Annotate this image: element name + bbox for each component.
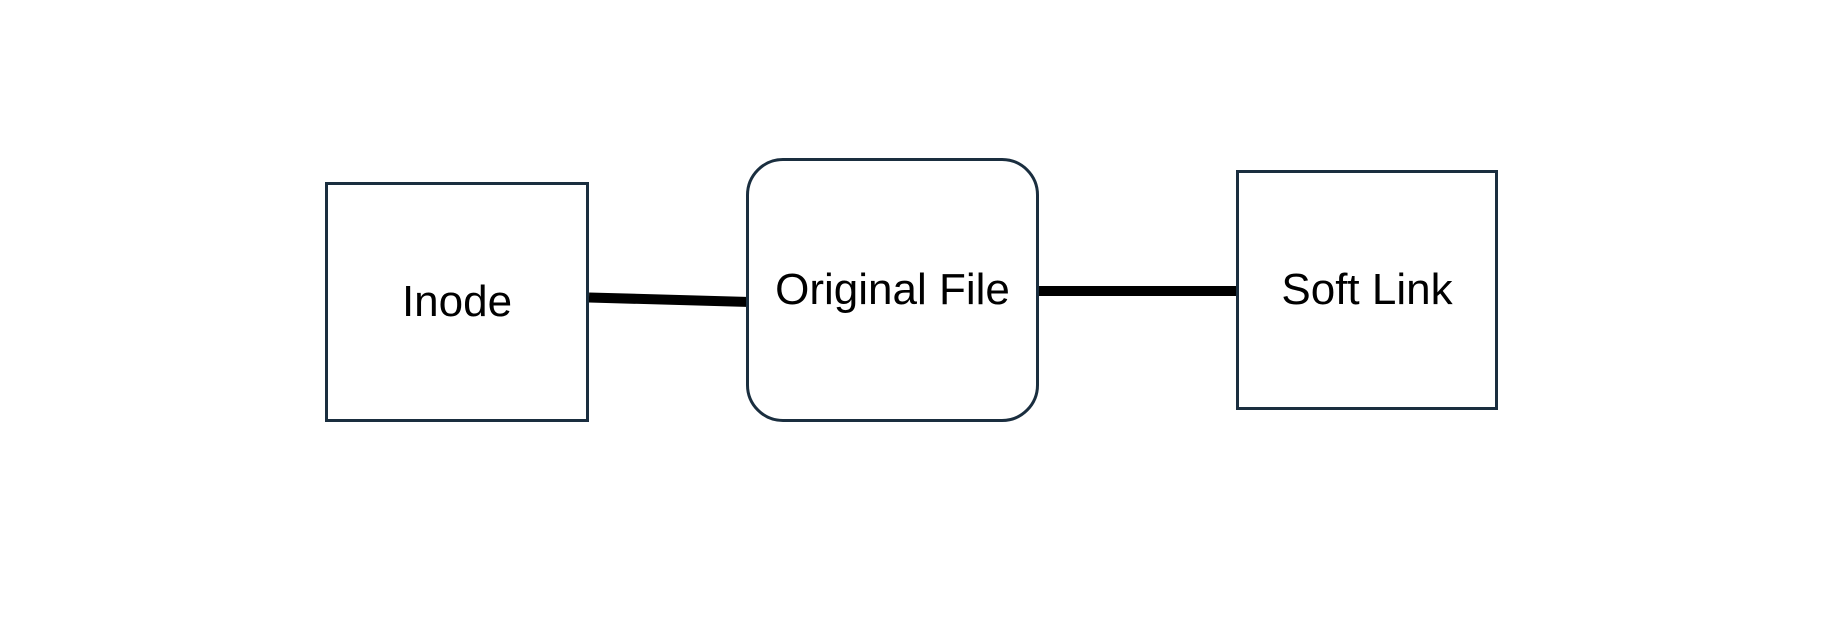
node-original-file-label: Original File <box>775 264 1010 314</box>
connector-inode-to-original-file <box>588 292 751 307</box>
node-original-file: Original File <box>746 158 1039 422</box>
node-inode: Inode <box>325 182 589 422</box>
node-inode-label: Inode <box>401 276 513 326</box>
node-soft-link: Soft Link <box>1236 170 1498 410</box>
node-soft-link-label: Soft Link <box>1281 264 1453 314</box>
